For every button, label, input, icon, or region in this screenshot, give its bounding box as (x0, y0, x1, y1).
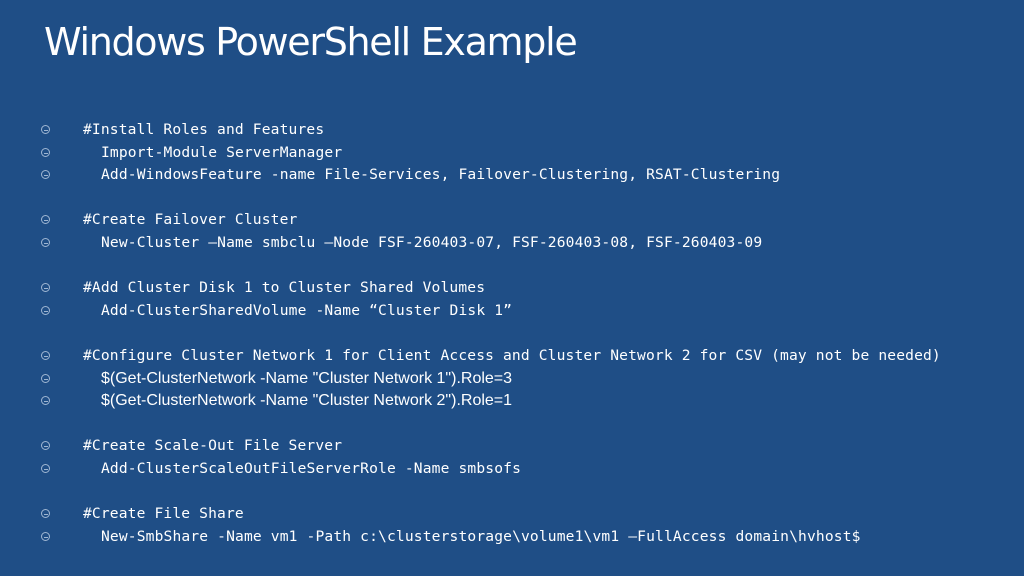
comment-create-scale-out-file-server: #Create Scale-Out File Server (83, 437, 343, 455)
command-import-module: Import-Module ServerManager (101, 143, 343, 161)
bullet-line: $(Get-ClusterNetwork -Name "Cluster Netw… (41, 368, 1011, 391)
bullet-line: #Create Scale-Out File Server (41, 435, 1011, 458)
circle-bullet-icon (41, 396, 50, 406)
comment-configure-cluster-network: #Configure Cluster Network 1 for Client … (83, 346, 941, 364)
bullet-line: Add-ClusterSharedVolume -Name “Cluster D… (41, 300, 1011, 323)
bullet-line: #Create Failover Cluster (41, 209, 1011, 232)
bullet-line: #Install Roles and Features (41, 119, 1011, 142)
comment-create-file-share: #Create File Share (83, 505, 244, 523)
command-cluster-network-1-role: $(Get-ClusterNetwork -Name "Cluster Netw… (101, 369, 513, 387)
command-new-smb-share: New-SmbShare -Name vm1 -Path c:\clusters… (101, 527, 861, 545)
circle-bullet-icon (41, 125, 50, 134)
comment-install-roles: #Install Roles and Features (83, 121, 325, 138)
circle-bullet-icon (41, 215, 50, 225)
bullet-line: $(Get-ClusterNetwork -Name "Cluster Netw… (41, 390, 1011, 413)
comment-add-cluster-disk: #Add Cluster Disk 1 to Cluster Shared Vo… (83, 279, 486, 297)
bullet-line: #Create File Share (41, 503, 1011, 526)
circle-bullet-icon (41, 147, 50, 157)
command-add-cluster-shared-volume: Add-ClusterSharedVolume -Name “Cluster D… (101, 301, 513, 319)
circle-bullet-icon (41, 283, 50, 293)
circle-bullet-icon (41, 531, 50, 541)
circle-bullet-icon (41, 170, 50, 180)
circle-bullet-icon (41, 373, 50, 383)
powershell-command-list: #Install Roles and Features Import-Modul… (41, 119, 1011, 548)
bullet-line: New-Cluster –Name smbclu –Node FSF-26040… (41, 232, 1011, 255)
comment-create-cluster: #Create Failover Cluster (83, 211, 298, 229)
circle-bullet-icon (41, 463, 50, 473)
circle-bullet-icon (41, 237, 50, 247)
circle-bullet-icon (41, 350, 50, 360)
command-add-scale-out-role: Add-ClusterScaleOutFileServerRole -Name … (101, 459, 522, 477)
bullet-line: Add-ClusterScaleOutFileServerRole -Name … (41, 458, 1011, 481)
circle-bullet-icon (41, 509, 50, 519)
slide-title: Windows PowerShell Example (44, 20, 578, 64)
command-add-windows-feature: Add-WindowsFeature -name File-Services, … (101, 166, 781, 184)
circle-bullet-icon (41, 305, 50, 315)
command-cluster-network-2-role: $(Get-ClusterNetwork -Name "Cluster Netw… (101, 392, 513, 410)
bullet-line: New-SmbShare -Name vm1 -Path c:\clusters… (41, 526, 1011, 549)
bullet-line: #Add Cluster Disk 1 to Cluster Shared Vo… (41, 277, 1011, 300)
bullet-line: Add-WindowsFeature -name File-Services, … (41, 164, 1011, 187)
circle-bullet-icon (41, 441, 50, 451)
bullet-line: #Configure Cluster Network 1 for Client … (41, 345, 1011, 368)
command-new-cluster: New-Cluster –Name smbclu –Node FSF-26040… (101, 233, 763, 251)
bullet-line: Import-Module ServerManager (41, 142, 1011, 165)
